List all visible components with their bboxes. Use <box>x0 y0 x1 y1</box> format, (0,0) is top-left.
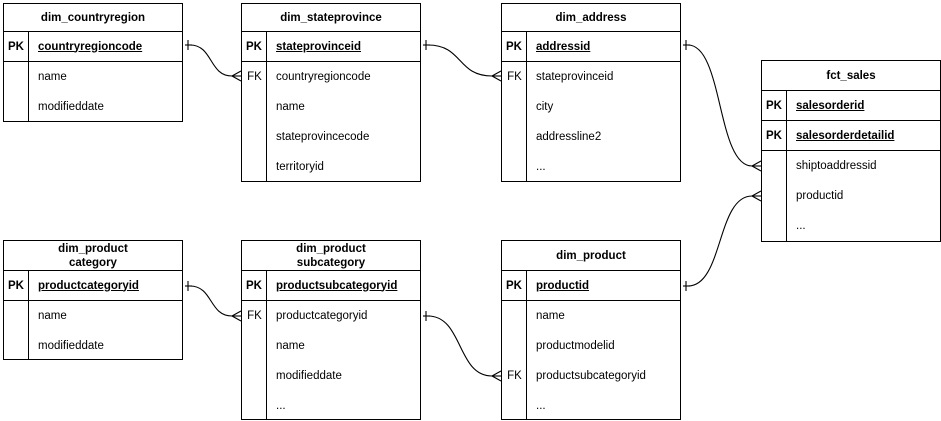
connector-countryregion-to-stateprovince <box>185 40 242 82</box>
key-badge-dim_productcategory-0: PK <box>4 271 29 300</box>
attr-key-dim_stateprovince-countryregioncode: FK <box>247 71 262 83</box>
attr-dim_product-productmodelid: productmodelid <box>536 340 615 352</box>
field-name-dim_productsubcategory-productsubcategoryid: productsubcategoryid <box>276 279 398 292</box>
attr-dim_productcategory-name: name <box>38 310 67 322</box>
attr-fct_sales-shiptoaddressid: shiptoaddressid <box>796 160 877 172</box>
key-column-dim_address <box>502 62 527 181</box>
field-name-dim_productcategory-productcategoryid: productcategoryid <box>38 279 139 292</box>
key-row-fct_sales-salesorderid[interactable]: PK salesorderid <box>762 91 940 121</box>
key-badge-fct_sales-1: PK <box>762 121 787 150</box>
connector-productcategory-to-subcategory <box>185 281 242 322</box>
key-row-dim_product-productid[interactable]: PK productid <box>502 271 680 301</box>
attr-dim_stateprovince-stateprovincecode: stateprovincecode <box>276 131 370 143</box>
key-badge-dim_address-0: PK <box>502 32 527 61</box>
attr-dim_productsubcategory-name: name <box>276 340 305 352</box>
entity-attributes-dim_countryregion: name modifieddate <box>4 62 182 121</box>
entity-title-dim_productcategory: dim_product category <box>4 241 182 271</box>
field-name-dim_countryregion-countryregioncode: countryregioncode <box>38 40 143 53</box>
entity-title-dim_product: dim_product <box>502 241 680 271</box>
entity-attributes-dim_productsubcategory: FK productcategoryid name modifieddate... <box>242 301 420 419</box>
attr-dim_stateprovince-territoryid: territoryid <box>276 161 324 173</box>
key-column-dim_countryregion <box>4 62 29 121</box>
entity-title-dim_stateprovince: dim_stateprovince <box>242 4 420 32</box>
attr-dim_countryregion-name: name <box>38 71 67 83</box>
field-name-fct_sales-salesorderid: salesorderid <box>796 99 865 112</box>
attr-dim_product-productsubcategoryid: productsubcategoryid <box>536 370 646 382</box>
attr-fct_sales-productid: productid <box>796 190 844 202</box>
field-name-dim_address-addressid: addressid <box>536 40 591 53</box>
field-name-fct_sales-salesorderdetailid: salesorderdetailid <box>796 129 895 142</box>
attr-fct_sales-...: ... <box>796 220 806 232</box>
attr-dim_address-city: city <box>536 101 554 113</box>
attr-dim_address-...: ... <box>536 161 546 173</box>
key-column-fct_sales <box>762 151 787 241</box>
attr-dim_address-addressline2: addressline2 <box>536 131 602 143</box>
attr-dim_stateprovince-countryregioncode: countryregioncode <box>276 71 371 83</box>
attr-key-dim_address-stateprovinceid: FK <box>507 71 522 83</box>
entity-title-dim_address: dim_address <box>502 4 680 32</box>
key-column-dim_product <box>502 301 527 419</box>
attr-dim_productsubcategory-productcategoryid: productcategoryid <box>276 310 368 322</box>
connector-product-to-fctsales <box>683 190 762 291</box>
key-badge-dim_countryregion-0: PK <box>4 32 29 61</box>
entity-attributes-dim_productcategory: name modifieddate <box>4 301 182 359</box>
attr-dim_stateprovince-name: name <box>276 101 305 113</box>
entity-attributes-dim_stateprovince: FK countryregioncode name stateprovincecode… <box>242 62 420 181</box>
key-badge-fct_sales-0: PK <box>762 91 787 120</box>
key-badge-dim_product-0: PK <box>502 271 527 300</box>
attr-key-dim_productsubcategory-productcategoryid: FK <box>247 310 262 322</box>
key-row-dim_address-addressid[interactable]: PK addressid <box>502 32 680 62</box>
entity-title-dim_productsubcategory: dim_product subcategory <box>242 241 420 271</box>
field-name-dim_stateprovince-stateprovinceid: stateprovinceid <box>276 40 361 53</box>
attr-dim_product-name: name <box>536 310 565 322</box>
attr-dim_countryregion-modifieddate: modifieddate <box>38 101 104 113</box>
connector-address-to-fctsales <box>683 40 762 172</box>
key-row-dim_productcategory-productcategoryid[interactable]: PK productcategoryid <box>4 271 182 301</box>
connector-stateprovince-to-address <box>423 40 502 82</box>
key-row-dim_countryregion-countryregioncode[interactable]: PK countryregioncode <box>4 32 182 62</box>
attr-key-dim_product-productsubcategoryid: FK <box>507 370 522 382</box>
attr-dim_productcategory-modifieddate: modifieddate <box>38 340 104 352</box>
entity-title-fct_sales: fct_sales <box>762 61 940 91</box>
key-column-dim_productcategory <box>4 301 29 359</box>
key-badge-dim_stateprovince-0: PK <box>242 32 267 61</box>
attr-dim_productsubcategory-...: ... <box>276 400 286 412</box>
key-column-dim_productsubcategory <box>242 301 267 419</box>
entity-attributes-dim_address: FK stateprovinceid city addressline2... <box>502 62 680 181</box>
field-name-dim_product-productid: productid <box>536 279 590 292</box>
entity-title-dim_countryregion: dim_countryregion <box>4 4 182 32</box>
entity-attributes-fct_sales: shiptoaddressid productid... <box>762 151 940 241</box>
key-badge-dim_productsubcategory-0: PK <box>242 271 267 300</box>
key-row-fct_sales-salesorderdetailid[interactable]: PK salesorderdetailid <box>762 121 940 151</box>
key-column-dim_stateprovince <box>242 62 267 181</box>
connector-subcategory-to-product <box>423 311 502 382</box>
attr-dim_address-stateprovinceid: stateprovinceid <box>536 71 614 83</box>
key-row-dim_stateprovince-stateprovinceid[interactable]: PK stateprovinceid <box>242 32 420 62</box>
attr-dim_productsubcategory-modifieddate: modifieddate <box>276 370 342 382</box>
key-row-dim_productsubcategory-productsubcategoryid[interactable]: PK productsubcategoryid <box>242 271 420 301</box>
attr-dim_product-...: ... <box>536 400 546 412</box>
